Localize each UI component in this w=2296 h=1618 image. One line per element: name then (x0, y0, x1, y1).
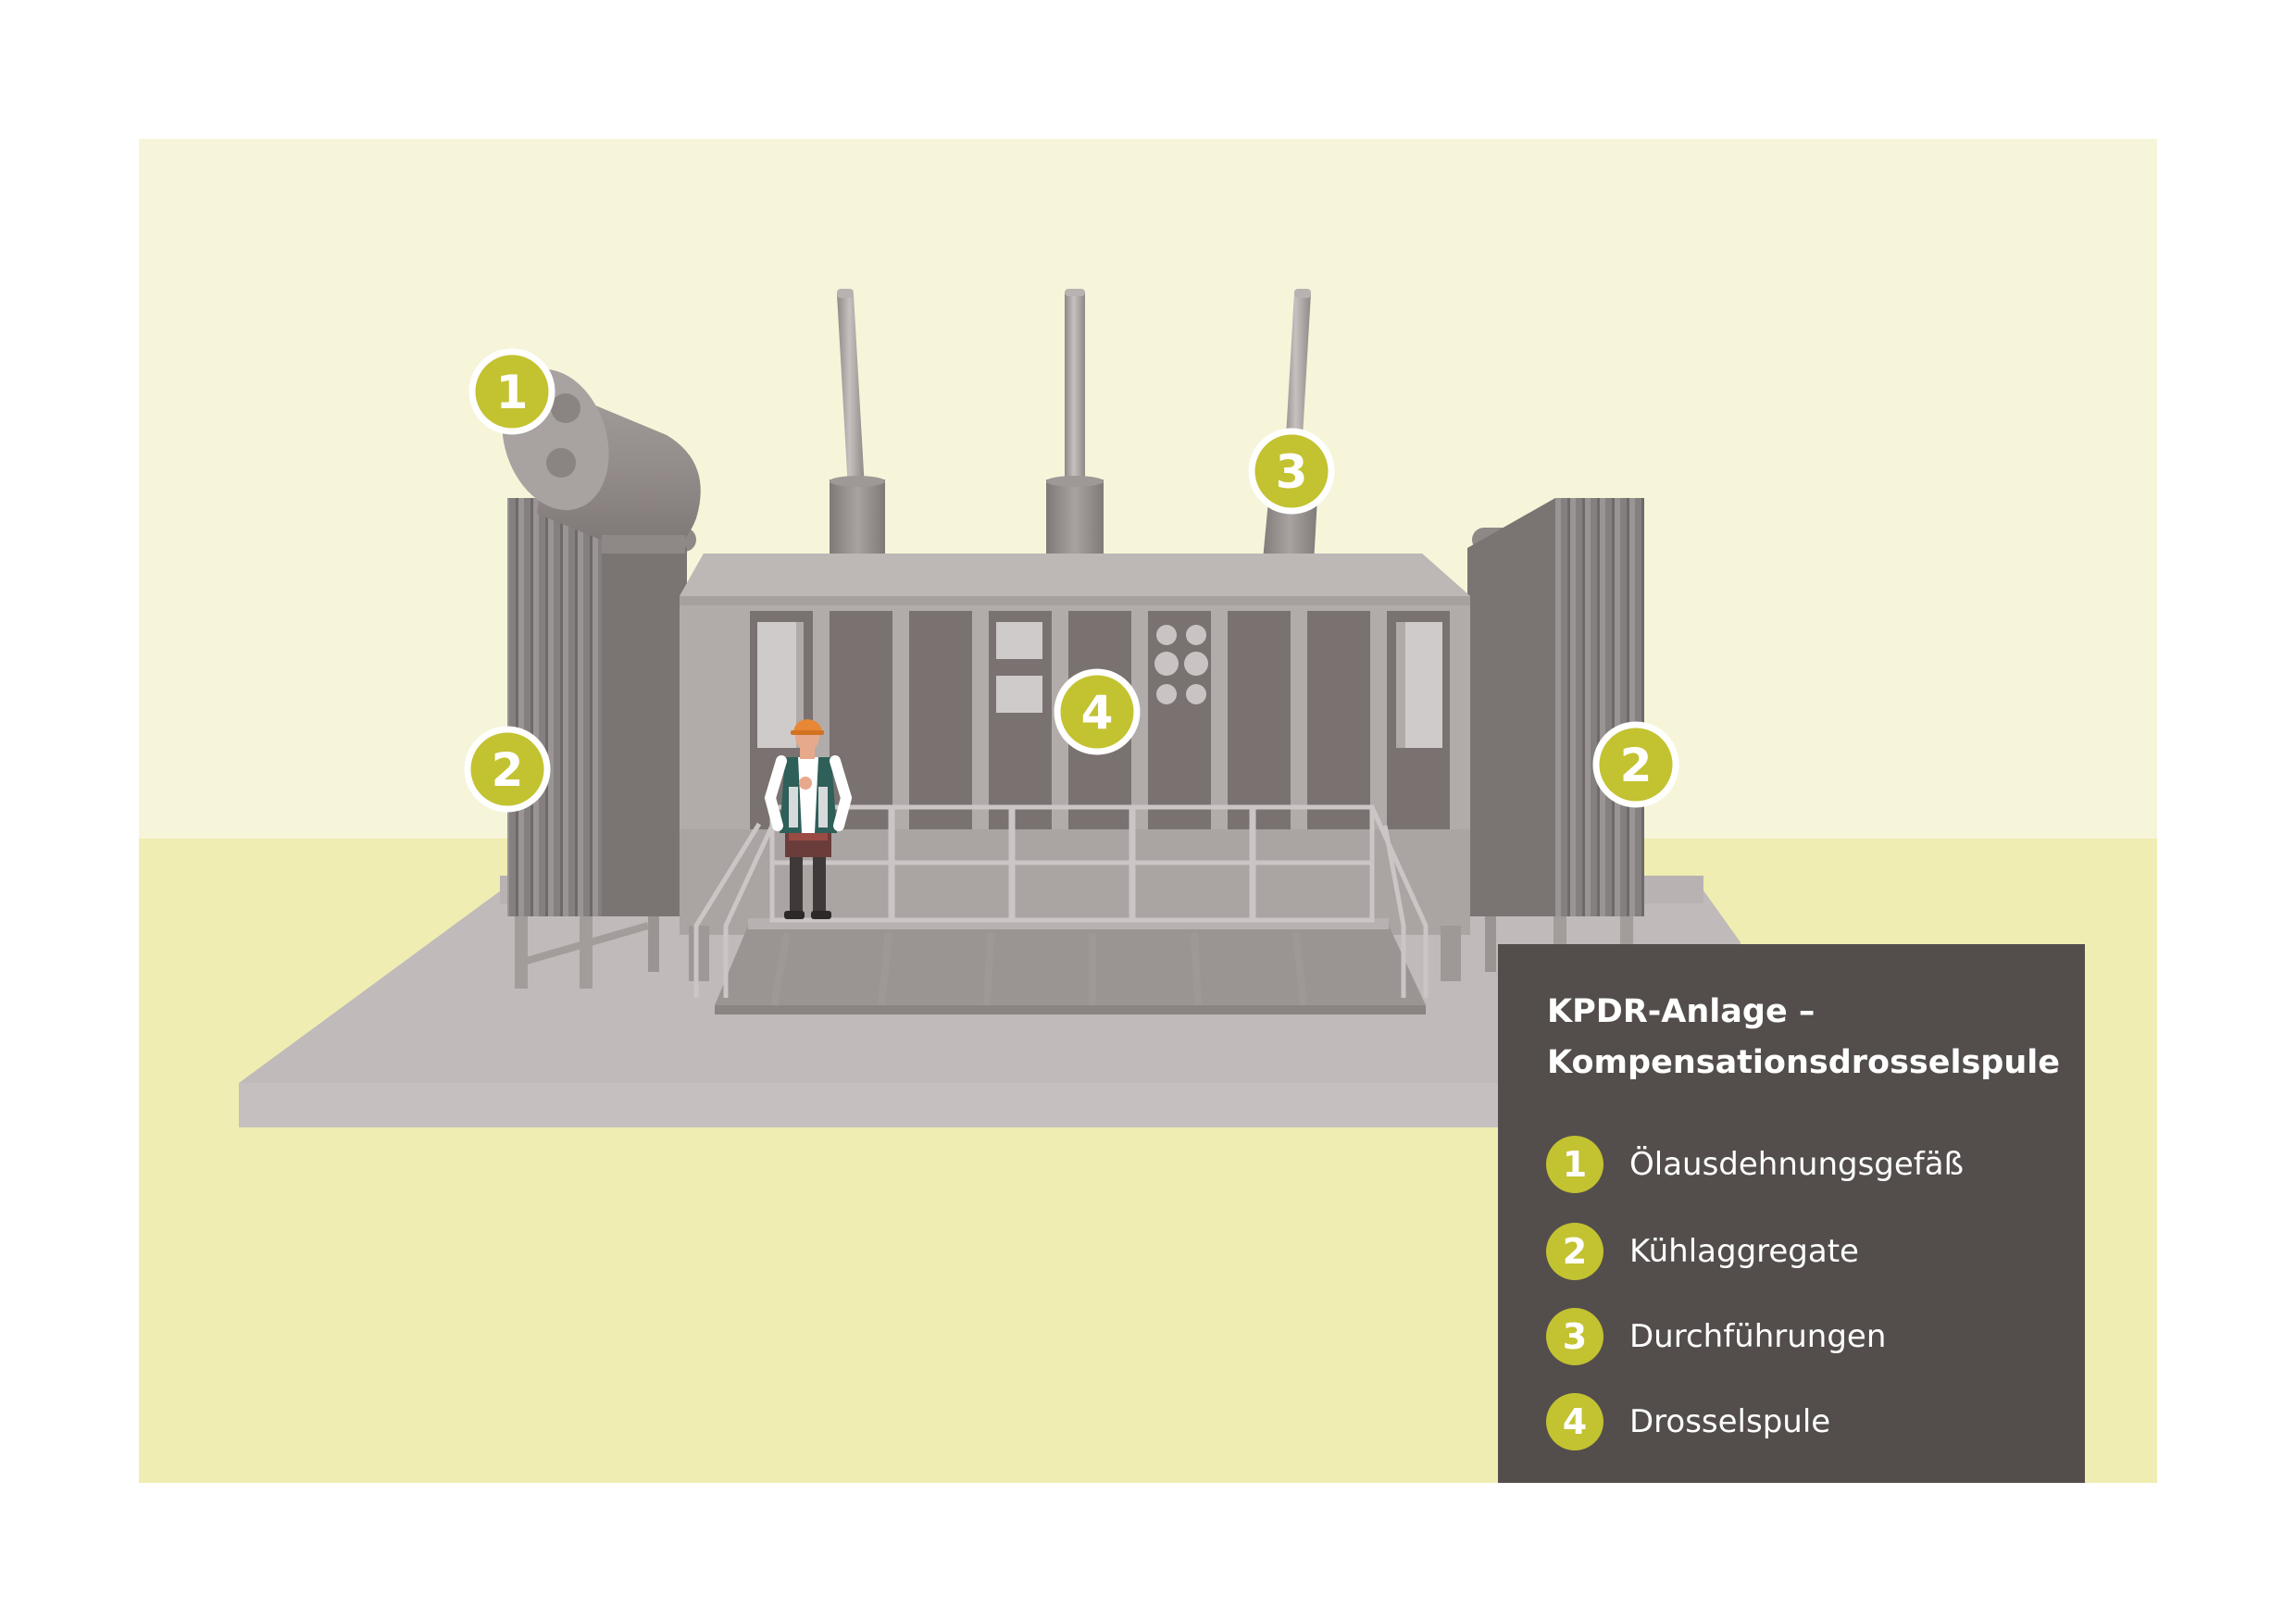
marker-2-right[interactable]: 2 (1592, 721, 1679, 808)
legend-badge-4: 4 (1546, 1393, 1603, 1450)
legend-label-1: Ölausdehnungsgefäß (1629, 1146, 1965, 1183)
marker-2-left[interactable]: 2 (464, 726, 551, 813)
marker-4[interactable]: 4 (1054, 668, 1141, 755)
panel-7 (1228, 611, 1291, 829)
legend-panel: KPDR-Anlage – Kompensationsdrosselspule … (1498, 944, 2085, 1483)
marker-3[interactable]: 3 (1248, 428, 1335, 515)
legend-item-1: 1 Ölausdehnungsgefäß (1546, 1136, 2074, 1197)
panel-3 (909, 611, 972, 829)
legend-title-line-2: Kompensationsdrosselspule (1547, 1044, 2061, 1081)
legend-badge-1: 1 (1546, 1136, 1603, 1193)
legend-label-2: Kühlaggregate (1629, 1233, 1859, 1270)
worker-figure (764, 719, 853, 919)
legend-title: KPDR-Anlage – Kompensationsdrosselspule (1547, 987, 2075, 1089)
marker-1[interactable]: 1 (468, 348, 555, 435)
marker-3-label: 3 (1276, 445, 1308, 499)
legend-item-4: 4 Drosselspule (1546, 1393, 2074, 1454)
legend-item-3: 3 Durchführungen (1546, 1308, 2074, 1369)
platform (693, 804, 1429, 1014)
cooler-right (1467, 498, 1644, 989)
legend-label-3: Durchführungen (1629, 1318, 1887, 1355)
marker-2-right-label: 2 (1620, 739, 1653, 792)
legend-badge-3: 3 (1546, 1308, 1603, 1365)
legend-label-4: Drosselspule (1629, 1403, 1831, 1440)
legend-title-line-1: KPDR-Anlage – (1547, 993, 1816, 1030)
panel-2 (830, 611, 892, 829)
marker-2-left-label: 2 (492, 743, 524, 797)
marker-4-label: 4 (1081, 686, 1114, 740)
panel-8 (1307, 611, 1370, 829)
marker-1-label: 1 (496, 366, 529, 419)
legend-item-2: 2 Kühlaggregate (1546, 1223, 2074, 1284)
panel-6 (1148, 611, 1211, 829)
legend-badge-2: 2 (1546, 1223, 1603, 1280)
